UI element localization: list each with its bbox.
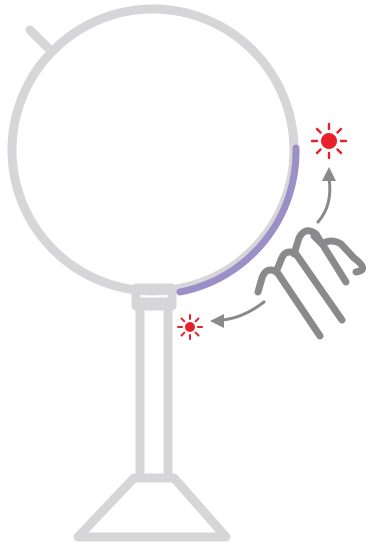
- arrow-down-dimmer: [222, 302, 264, 320]
- stand-stem: [140, 302, 168, 478]
- sun-small-icon: [178, 315, 202, 339]
- arrow-up-brighter: [318, 178, 330, 222]
- stand-base: [78, 478, 226, 537]
- hand-swipe-icon: [258, 231, 363, 336]
- mirror-hinge-tab: [30, 30, 47, 47]
- mirror-stand: [78, 288, 226, 537]
- arrow-up-head: [322, 167, 336, 181]
- sun-large-icon: [312, 124, 346, 158]
- mirror: [12, 9, 294, 291]
- mirror-frame: [12, 9, 294, 291]
- arrow-down-head: [210, 314, 224, 328]
